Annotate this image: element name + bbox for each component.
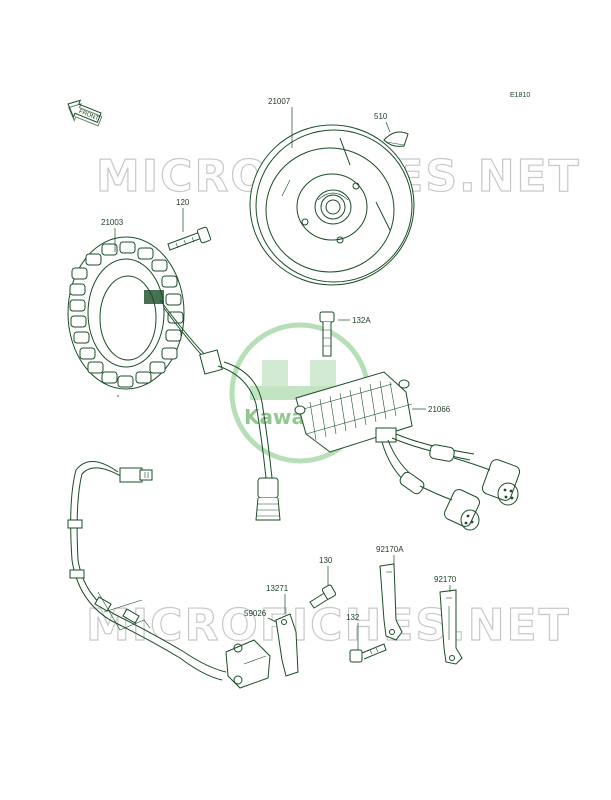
bolt-132a [319, 311, 335, 357]
label-92170: 92170 [434, 575, 457, 584]
watermark-bottom: MICROFICHES.NET [86, 600, 571, 651]
clamp-92170 [439, 589, 463, 665]
diagram-code: E1810 [510, 92, 530, 99]
stray-dot [117, 395, 119, 397]
regulator-connector-2 [481, 459, 521, 506]
part-labels: 21007 510 21003 120 132A 21066 130 92170… [101, 97, 457, 622]
woodruff-key [383, 131, 409, 147]
label-13271: 13271 [266, 584, 289, 593]
label-21007: 21007 [268, 97, 291, 106]
leader-lines [114, 107, 451, 650]
front-arrow-icon: FRONT [67, 99, 103, 127]
pickup-harness [67, 461, 227, 681]
clamp-92170a [379, 563, 403, 641]
bolt-120 [167, 226, 212, 251]
pickup-coil [225, 639, 271, 689]
stator-coil [67, 236, 281, 521]
regulator-rectifier [294, 371, 521, 531]
label-59026: 59026 [244, 609, 267, 618]
bolt-132 [349, 643, 387, 663]
label-510: 510 [374, 112, 388, 121]
bolt-130 [309, 584, 337, 609]
label-132a: 132A [352, 316, 371, 325]
label-21003: 21003 [101, 218, 124, 227]
label-92170a: 92170A [376, 545, 404, 554]
label-21066: 21066 [428, 405, 451, 414]
label-120: 120 [176, 198, 190, 207]
regulator-connector-1 [444, 489, 480, 531]
label-132: 132 [346, 613, 360, 622]
bracket-13271 [275, 613, 299, 677]
label-130: 130 [319, 556, 333, 565]
flywheel-rotor [249, 124, 415, 286]
